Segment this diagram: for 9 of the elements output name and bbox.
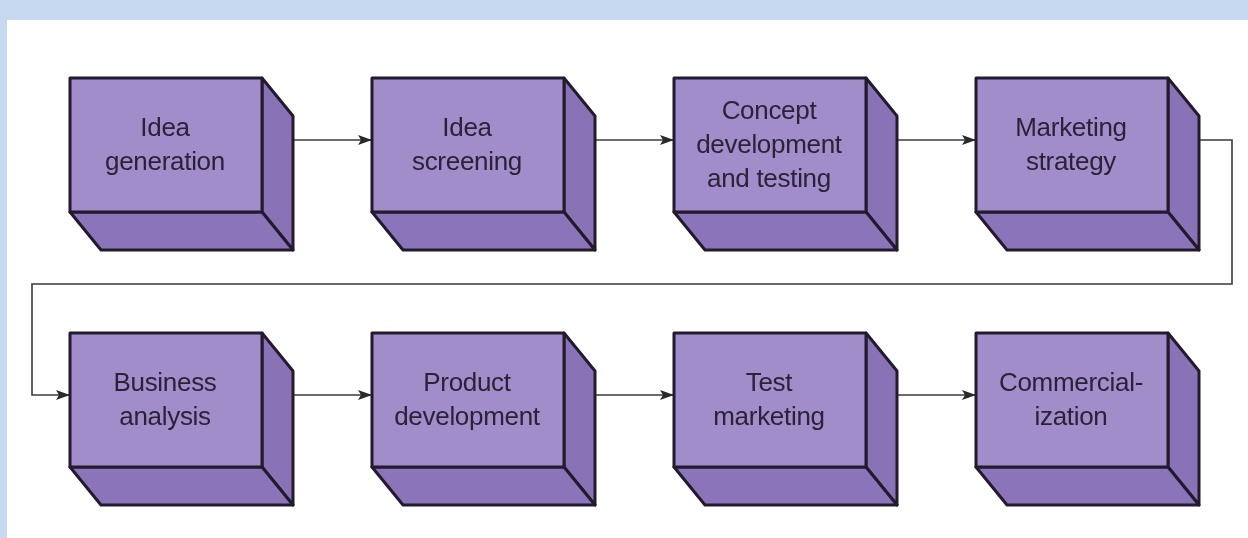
box-label: Marketing strategy — [1014, 110, 1128, 178]
box-label: Concept development and testing — [695, 93, 843, 196]
arrow — [31, 139, 1233, 400]
box-label: Idea generation — [104, 110, 226, 178]
box-label: Test marketing — [712, 365, 826, 433]
box-label: Business analysis — [112, 365, 218, 433]
box-label: Idea screening — [410, 110, 523, 178]
box-label: Product development — [393, 365, 541, 433]
box-label: Commercial- ization — [997, 365, 1144, 433]
